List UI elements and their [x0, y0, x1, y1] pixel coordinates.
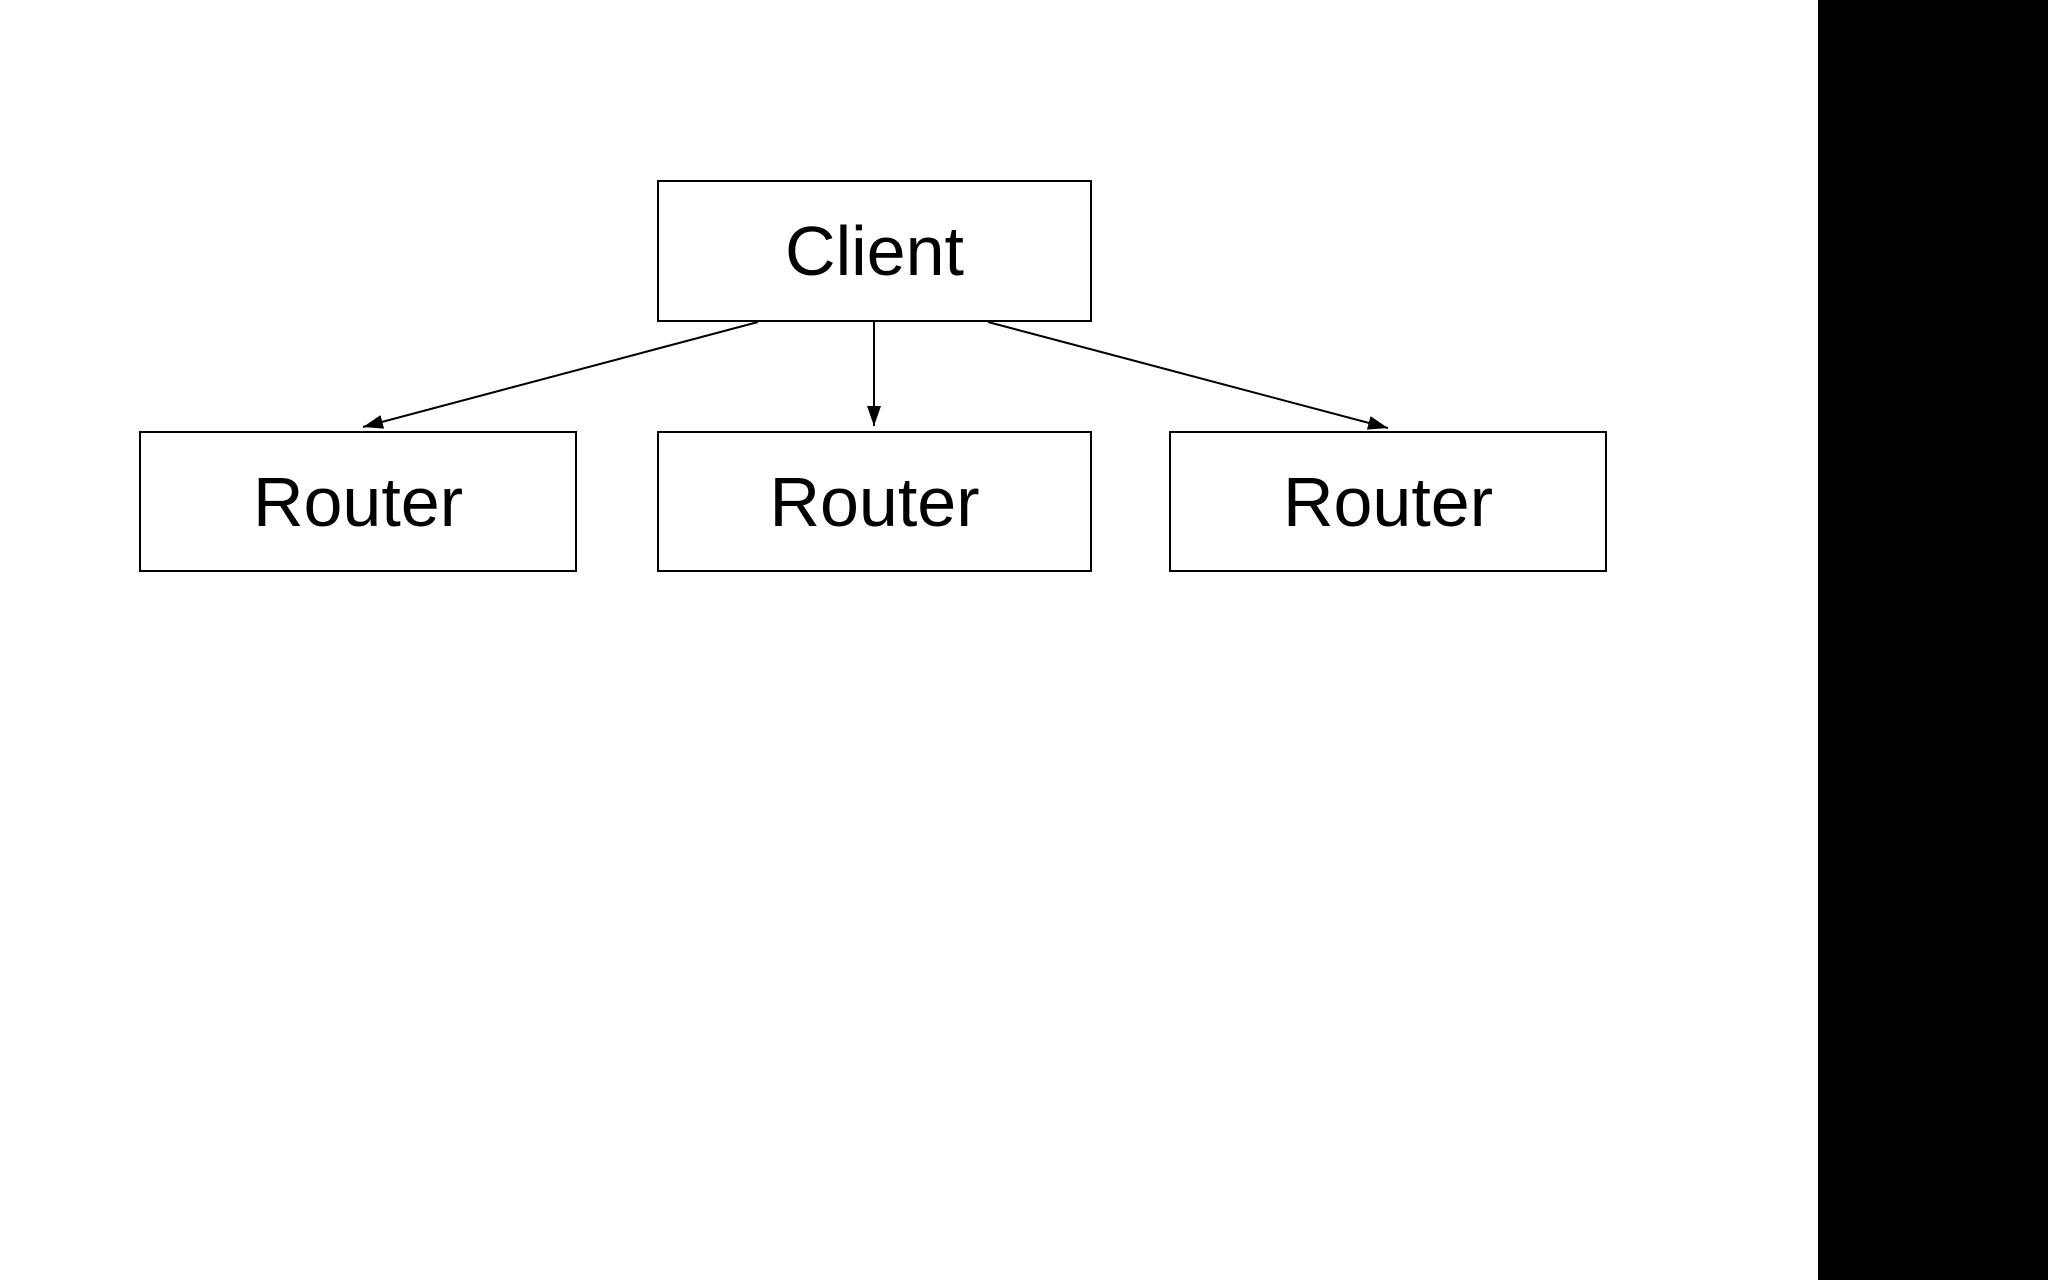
arrow-client-to-router-3 [987, 321, 1389, 430]
right-letterbox [1818, 0, 2048, 1280]
router-node-1-label: Router [252, 462, 464, 541]
router-node-2: Router [657, 431, 1092, 572]
client-node-label: Client [785, 212, 964, 290]
router-node-3: Router [1169, 431, 1607, 572]
arrow-client-to-router-1 [362, 321, 759, 429]
client-node: Client [657, 180, 1092, 322]
router-node-1: Router [139, 431, 577, 572]
router-node-2-label: Router [769, 462, 980, 541]
router-node-3-label: Router [1282, 462, 1494, 541]
